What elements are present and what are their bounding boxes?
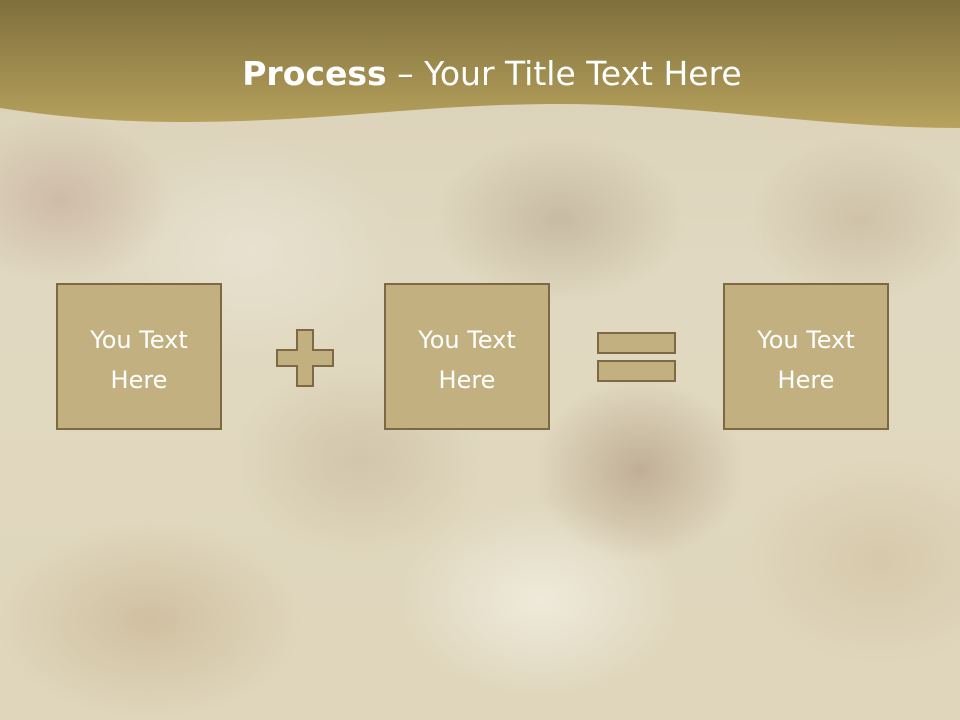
title-bold-text: Process xyxy=(242,54,387,93)
process-box-1-text: You Text Here xyxy=(90,325,188,394)
process-box-1: You Text Here xyxy=(56,283,222,430)
process-box-3: You Text Here xyxy=(723,283,889,430)
title-rest-text: – Your Title Text Here xyxy=(386,54,742,93)
process-box-2-text: You Text Here xyxy=(418,325,516,394)
process-box-2: You Text Here xyxy=(384,283,550,430)
header-band xyxy=(0,0,960,128)
process-box-3-text: You Text Here xyxy=(757,325,855,394)
equals-icon xyxy=(597,332,676,382)
slide-title: Process – Your Title Text Here xyxy=(0,54,960,93)
plus-icon xyxy=(276,329,334,387)
